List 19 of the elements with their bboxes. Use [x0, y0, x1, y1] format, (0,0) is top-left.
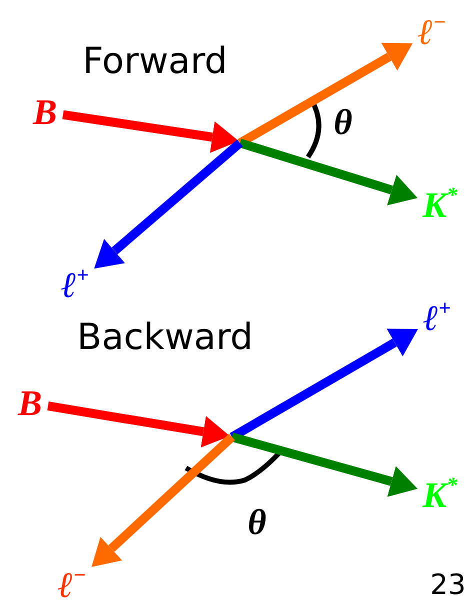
- angle-symbol: θ: [334, 104, 352, 140]
- angle-symbol: θ: [248, 504, 266, 540]
- particle-label: ℓ$^{+}$: [423, 300, 451, 336]
- particle-label: K$^{*}$: [422, 187, 458, 223]
- particle-label: B: [18, 385, 42, 421]
- arrow: [230, 432, 418, 497]
- panel-title: Backward: [77, 320, 253, 356]
- arrow: [62, 110, 239, 153]
- particle-label: ℓ$^{+}$: [61, 267, 89, 303]
- arrow: [94, 140, 243, 269]
- particle-label: ℓ$^{−}$: [58, 567, 86, 603]
- particle-label: B: [33, 94, 57, 130]
- arrow: [238, 138, 418, 206]
- particle-label: K$^{*}$: [422, 477, 458, 513]
- page-number: 23: [430, 571, 466, 599]
- arrow: [47, 402, 230, 448]
- panel-title: Forward: [82, 44, 228, 80]
- particle-label: ℓ$^{−}$: [418, 14, 446, 50]
- arrow: [92, 434, 236, 567]
